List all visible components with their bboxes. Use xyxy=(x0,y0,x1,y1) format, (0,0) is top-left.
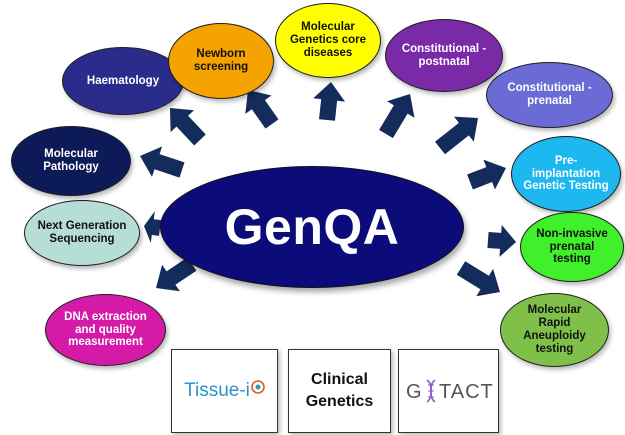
node-molecular-pathology: Molecular Pathology xyxy=(11,126,131,196)
tissue-i-logo-text: Tissue-i xyxy=(184,380,250,401)
node-molecular-rapid-aneuploidy-testing: Molecular Rapid Aneuploidy testing xyxy=(500,293,609,367)
genqa-center-ellipse: GenQA xyxy=(160,166,464,288)
arrow-pgt xyxy=(467,159,506,190)
arrow-haematology xyxy=(170,108,206,146)
arrow-molecular-pathology xyxy=(140,146,185,178)
tissue-i-logo-box: Tissue-i xyxy=(171,349,278,433)
dna-helix-icon xyxy=(425,379,436,403)
arrow-ngs xyxy=(144,211,161,243)
node-preimplantation-genetic-testing: Pre-implantation Genetic Testing xyxy=(511,136,621,212)
arrow-rapid-aneuploidy xyxy=(456,261,500,297)
node-haematology: Haematology xyxy=(62,47,184,115)
arrow-constitutional-prenatal xyxy=(435,116,478,155)
arrow-molecular-genetics xyxy=(313,82,345,121)
node-constitutional-postnatal: Constitutional - postnatal xyxy=(385,19,503,92)
svg-text:TACT: TACT xyxy=(439,381,494,403)
svg-text:G: G xyxy=(406,381,423,403)
tissue-i-logo: Tissue-i xyxy=(184,380,265,402)
eye-icon xyxy=(251,380,265,394)
clinical-text: Clinical xyxy=(311,371,368,389)
arrow-newborn xyxy=(245,90,279,129)
arrow-nipt xyxy=(487,224,516,257)
node-constitutional-prenatal: Constitutional - prenatal xyxy=(486,62,613,128)
node-non-invasive-prenatal-testing: Non-invasive prenatal testing xyxy=(520,212,624,282)
node-molecular-genetics-core-diseases: Molecular Genetics core diseases xyxy=(275,3,381,78)
gentact-wordmark: G TACT xyxy=(406,379,494,403)
node-newborn-screening: Newborn screening xyxy=(168,23,274,99)
genetics-text: Genetics xyxy=(305,393,374,410)
arrow-constitutional-postnatal xyxy=(379,94,415,139)
node-dna-extraction: DNA extraction and quality measurement xyxy=(45,294,166,366)
arrow-dna-extraction xyxy=(156,257,197,292)
clinical-genetics-logo: Clinical Genetics xyxy=(306,369,374,412)
node-next-generation-sequencing: Next Generation Sequencing xyxy=(24,200,140,266)
gentact-logo-box: G TACT xyxy=(398,349,499,433)
gentact-logo: G TACT xyxy=(404,377,494,405)
clinical-genetics-logo-box: Clinical Genetics xyxy=(288,349,391,433)
